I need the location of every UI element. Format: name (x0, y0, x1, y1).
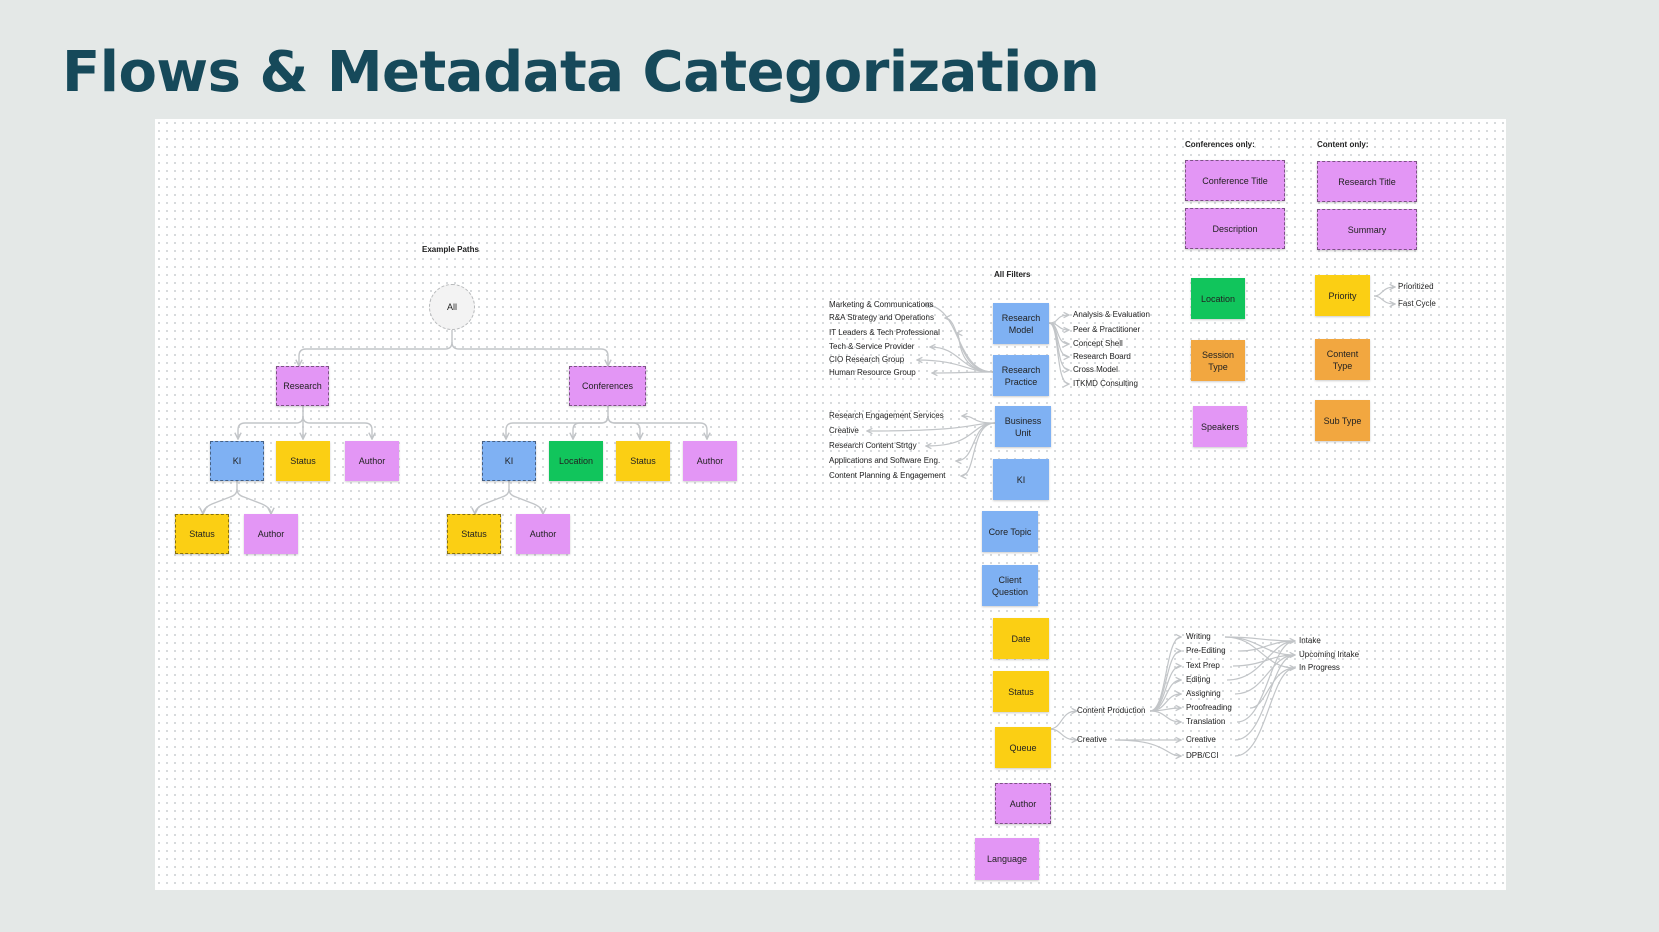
research-ki-author-node[interactable]: Author (244, 514, 298, 554)
queue-node[interactable]: Queue (995, 727, 1051, 768)
conferences-only-heading: Conferences only: (1185, 140, 1255, 149)
conferences-ki-status-node[interactable]: Status (447, 514, 501, 554)
conferences-location-node[interactable]: Location (549, 441, 603, 481)
business-unit-option-label: Research Engagement Services (829, 411, 944, 420)
conferences-node[interactable]: Conferences (569, 366, 646, 406)
production-step-label: Pre-Editing (1186, 646, 1226, 655)
summary-node[interactable]: Summary (1317, 209, 1417, 250)
business-unit-node[interactable]: Business Unit (995, 406, 1051, 447)
stage-label: Intake (1299, 636, 1321, 645)
priority-node[interactable]: Priority (1315, 275, 1370, 316)
research-title-node[interactable]: Research Title (1317, 161, 1417, 202)
priority-option-label: Prioritized (1398, 282, 1434, 291)
research-model-node[interactable]: Research Model (993, 303, 1049, 344)
filters-status-node[interactable]: Status (993, 671, 1049, 712)
conferences-author-node[interactable]: Author (683, 441, 737, 481)
language-node[interactable]: Language (975, 838, 1039, 880)
model-option-label: Concept Shell (1073, 339, 1123, 348)
research-author-node[interactable]: Author (345, 441, 399, 481)
stage-label: Upcoming Intake (1299, 650, 1360, 659)
research-ki-status-node[interactable]: Status (175, 514, 229, 554)
production-step-label: Assigning (1186, 689, 1221, 698)
filters-author-node[interactable]: Author (995, 783, 1051, 824)
practice-option-label: Human Resource Group (829, 368, 916, 377)
research-practice-node[interactable]: Research Practice (993, 355, 1049, 396)
content-only-heading: Content only: (1317, 140, 1369, 149)
practice-option-label: R&A Strategy and Operations (829, 313, 934, 322)
priority-option-label: Fast Cycle (1398, 299, 1436, 308)
description-node[interactable]: Description (1185, 208, 1285, 249)
speakers-node[interactable]: Speakers (1193, 406, 1247, 447)
sub-type-node[interactable]: Sub Type (1315, 400, 1370, 441)
conferences-ki-node[interactable]: KI (482, 441, 536, 481)
session-type-node[interactable]: Session Type (1191, 340, 1245, 381)
model-option-label: Peer & Practitioner (1073, 325, 1141, 334)
business-unit-option-label: Applications and Software Eng. (829, 456, 941, 465)
connector-lines (155, 119, 1506, 890)
queue-option-label: Creative (1077, 735, 1107, 744)
conference-title-node[interactable]: Conference Title (1185, 160, 1285, 201)
creative-step-label: DPB/CCI (1186, 751, 1219, 760)
all-filters-heading: All Filters (994, 270, 1031, 279)
filters-ki-node[interactable]: KI (993, 459, 1049, 500)
practice-option-label: Tech & Service Provider (829, 342, 915, 351)
date-node[interactable]: Date (993, 618, 1049, 659)
whiteboard-canvas[interactable]: Example Paths All Research Conferences K… (155, 119, 1506, 890)
production-step-label: Text Prep (1186, 661, 1220, 670)
research-status-node[interactable]: Status (276, 441, 330, 481)
model-option-label: Research Board (1073, 352, 1131, 361)
business-unit-option-label: Content Planning & Engagement (829, 471, 946, 480)
core-topic-node[interactable]: Core Topic (982, 511, 1038, 552)
production-step-label: Editing (1186, 675, 1211, 684)
all-root-node[interactable]: All (429, 284, 475, 330)
conferences-ki-author-node[interactable]: Author (516, 514, 570, 554)
queue-option-label: Content Production (1077, 706, 1146, 715)
practice-option-label: CIO Research Group (829, 355, 905, 364)
model-option-label: Analysis & Evaluation (1073, 310, 1150, 319)
example-paths-heading: Example Paths (422, 245, 479, 254)
production-step-label: Writing (1186, 632, 1211, 641)
conferences-status-node[interactable]: Status (616, 441, 670, 481)
model-option-label: Cross Model (1073, 365, 1118, 374)
client-question-node[interactable]: Client Question (982, 565, 1038, 606)
research-ki-node[interactable]: KI (210, 441, 264, 481)
business-unit-option-label: Research Content Strtgy (829, 441, 917, 450)
production-step-label: Translation (1186, 717, 1226, 726)
research-node[interactable]: Research (276, 366, 329, 406)
slide-title: Flows & Metadata Categorization (62, 40, 1100, 105)
practice-option-label: IT Leaders & Tech Professional (829, 328, 940, 337)
practice-option-label: Marketing & Communications (829, 300, 934, 309)
business-unit-option-label: Creative (829, 426, 859, 435)
stage-label: In Progress (1299, 663, 1340, 672)
production-step-label: Proofreading (1186, 703, 1232, 712)
model-option-label: ITKMD Consulting (1073, 379, 1138, 388)
conf-location-node[interactable]: Location (1191, 278, 1245, 319)
creative-step-label: Creative (1186, 735, 1216, 744)
content-type-node[interactable]: Content Type (1315, 339, 1370, 380)
